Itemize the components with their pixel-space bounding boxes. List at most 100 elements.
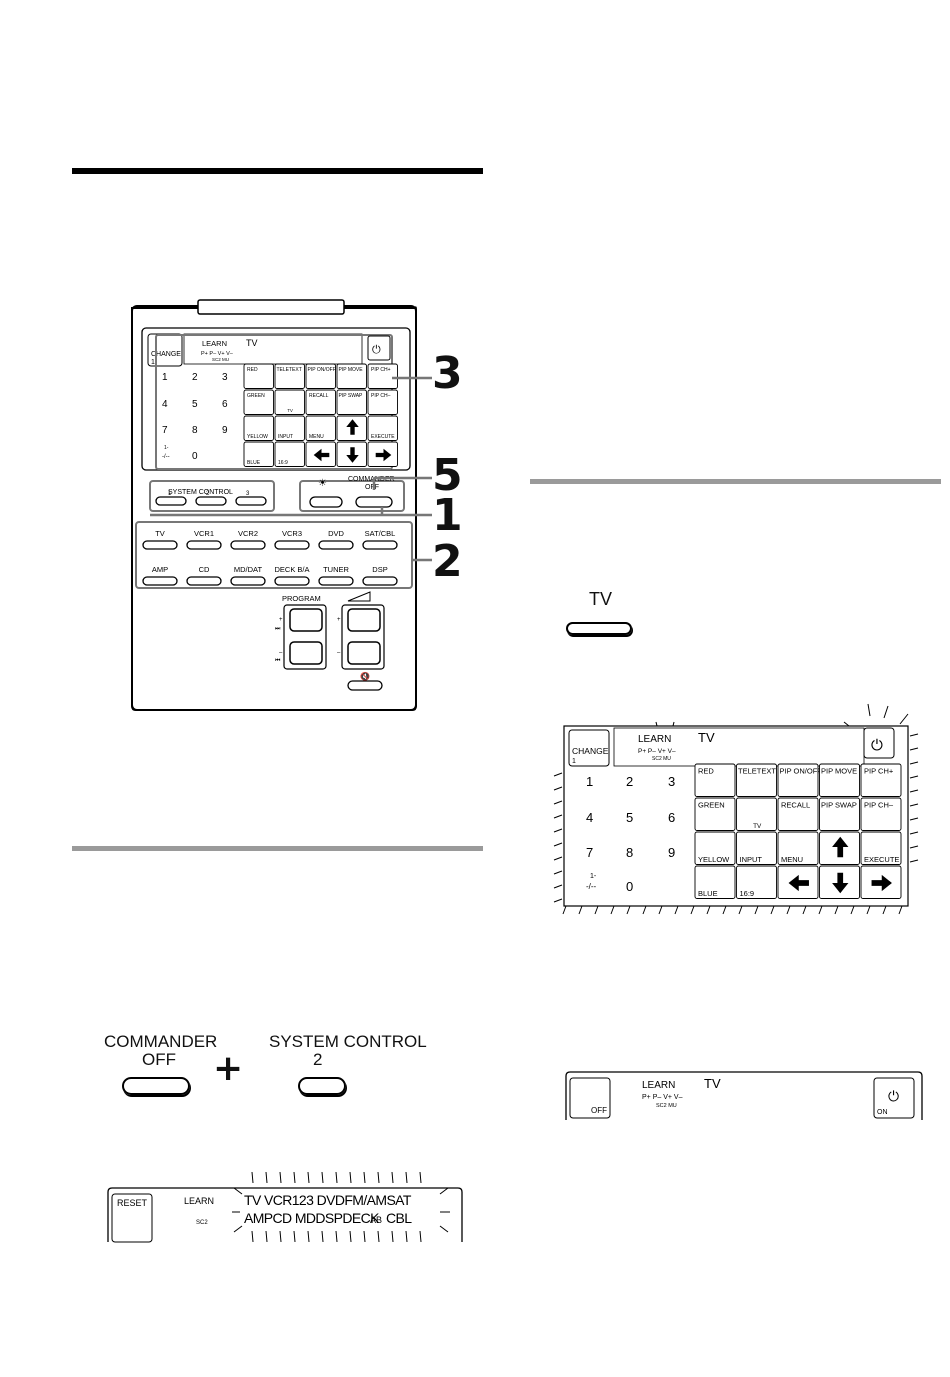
blink-digit-6[interactable]: 6 (668, 810, 675, 825)
key-recall[interactable] (305, 389, 336, 415)
key-pip-on-off[interactable] (777, 763, 819, 797)
key-execute[interactable] (860, 831, 902, 865)
key-sub-label: TV (287, 408, 293, 413)
remote-power-icon[interactable]: ⏻ (372, 344, 381, 356)
remote-digit-3[interactable]: 3 (222, 372, 228, 383)
key-label: EXECUTE (864, 855, 899, 864)
device-button-cd[interactable] (186, 576, 222, 586)
key-execute[interactable] (367, 415, 398, 441)
remote-sc-button-3[interactable] (235, 496, 267, 506)
device-button-vcr3[interactable] (274, 540, 310, 550)
reset-display: RESET LEARN SC2 TV VCR123 DVDFM/AMSAT AM… (107, 1171, 463, 1243)
blink-ray (391, 1230, 394, 1243)
key-blank-1-1[interactable] (274, 389, 305, 415)
remote-volume-up[interactable] (347, 608, 381, 632)
remote-system-control-label: SYSTEM CONTROL (168, 489, 233, 496)
key-pip-ch-[interactable] (367, 389, 398, 415)
combo-system-control-2-button[interactable] (298, 1077, 346, 1095)
remote-mute-button[interactable] (347, 680, 383, 691)
remote-sc-button-2[interactable] (195, 496, 227, 506)
blink-digit-1[interactable]: 1 (586, 774, 593, 789)
remote-digit-9[interactable]: 9 (222, 425, 228, 436)
key-menu[interactable] (777, 831, 819, 865)
device-button-md-dat[interactable] (230, 576, 266, 586)
device-button-dvd[interactable] (318, 540, 354, 550)
remote-digit-4[interactable]: 4 (162, 399, 168, 410)
blink-power-button[interactable] (863, 727, 895, 759)
blink-digit-5[interactable]: 5 (626, 810, 633, 825)
key-pip-swap[interactable] (336, 389, 367, 415)
key-pip-move[interactable] (819, 763, 860, 797)
device-button-vcr1[interactable] (186, 540, 222, 550)
key-red[interactable] (243, 363, 274, 389)
remote-digit-5[interactable]: 5 (192, 399, 198, 410)
remote-digit-2[interactable]: 2 (192, 372, 198, 383)
key-pip-move[interactable] (336, 363, 367, 389)
key-recall[interactable] (777, 797, 819, 831)
remote-mode: TV (246, 338, 258, 348)
key-menu[interactable] (305, 415, 336, 441)
remote-digit-8[interactable]: 8 (192, 425, 198, 436)
blink-digit-2[interactable]: 2 (626, 774, 633, 789)
remote-volume-down[interactable] (347, 641, 381, 665)
blink-ray (738, 905, 743, 915)
device-button-vcr2[interactable] (230, 540, 266, 550)
key-blank-1-1[interactable] (736, 797, 777, 831)
blink-digit-extra-bottom[interactable]: -/-- (586, 882, 597, 891)
remote-program-up[interactable] (289, 608, 323, 632)
blink-digit-4[interactable]: 4 (586, 810, 593, 825)
key-pip-ch-[interactable] (860, 763, 902, 797)
key-yellow[interactable] (243, 415, 274, 441)
device-button-tv[interactable] (142, 540, 178, 550)
key-label: PIP SWAP (821, 801, 857, 810)
remote-program-down[interactable] (289, 641, 323, 665)
device-button-tuner[interactable] (318, 576, 354, 586)
blink-ray (553, 898, 563, 903)
remote-learn: LEARN (202, 339, 227, 348)
blink-digit-9[interactable]: 9 (668, 845, 675, 860)
key-teletext[interactable] (736, 763, 777, 797)
remote-commander-off-button[interactable] (355, 496, 393, 508)
device-button-dsp[interactable] (362, 576, 398, 586)
off-sub2: SC2 MU (656, 1103, 677, 1109)
remote-digit-extra-top[interactable]: 1- (164, 445, 169, 451)
tv-key-button[interactable] (566, 622, 632, 635)
remote-digit-zero[interactable]: 0 (192, 451, 198, 462)
tv-key-label: TV (589, 589, 613, 609)
remote-sc-button-1[interactable] (155, 496, 187, 506)
key-input[interactable] (274, 415, 305, 441)
blink-ray (321, 1171, 324, 1184)
key-teletext[interactable] (274, 363, 305, 389)
remote-digit-6[interactable]: 6 (222, 399, 228, 410)
blink-digit-3[interactable]: 3 (668, 774, 675, 789)
key-yellow[interactable] (694, 831, 736, 865)
device-button-deck-b-a[interactable] (274, 576, 310, 586)
blink-digit-extra-top[interactable]: 1- (590, 873, 597, 880)
key-blue[interactable] (694, 865, 736, 899)
blink-digit-7[interactable]: 7 (586, 845, 593, 860)
key-green[interactable] (243, 389, 274, 415)
key-green[interactable] (694, 797, 736, 831)
key-pip-ch-[interactable] (367, 363, 398, 389)
remote-digit-extra-bottom[interactable]: -/-- (162, 454, 170, 460)
off-power-button[interactable] (873, 1077, 915, 1119)
blink-ray (391, 1171, 394, 1184)
blink-digit-zero[interactable]: 0 (626, 879, 633, 894)
key-pip-on-off[interactable] (305, 363, 336, 389)
key-16-9[interactable] (274, 441, 305, 467)
device-button-sat-cbl[interactable] (362, 540, 398, 550)
key-input[interactable] (736, 831, 777, 865)
key-pip-swap[interactable] (819, 797, 860, 831)
blink-digit-8[interactable]: 8 (626, 845, 633, 860)
remote-illustration: CHANGE 1 LEARN TV P+ P– V+ V– SC2 MU ⏻ 1… (131, 299, 432, 711)
key-16-9[interactable] (736, 865, 777, 899)
device-button-amp[interactable] (142, 576, 178, 586)
remote-digit-7[interactable]: 7 (162, 425, 168, 436)
key-pip-ch-[interactable] (860, 797, 902, 831)
remote-digit-1[interactable]: 1 (162, 372, 168, 383)
combo-commander-off-button[interactable] (122, 1077, 190, 1095)
remote-light-button[interactable] (309, 496, 343, 508)
key-label: RECALL (309, 393, 329, 399)
key-red[interactable] (694, 763, 736, 797)
key-blue[interactable] (243, 441, 274, 467)
